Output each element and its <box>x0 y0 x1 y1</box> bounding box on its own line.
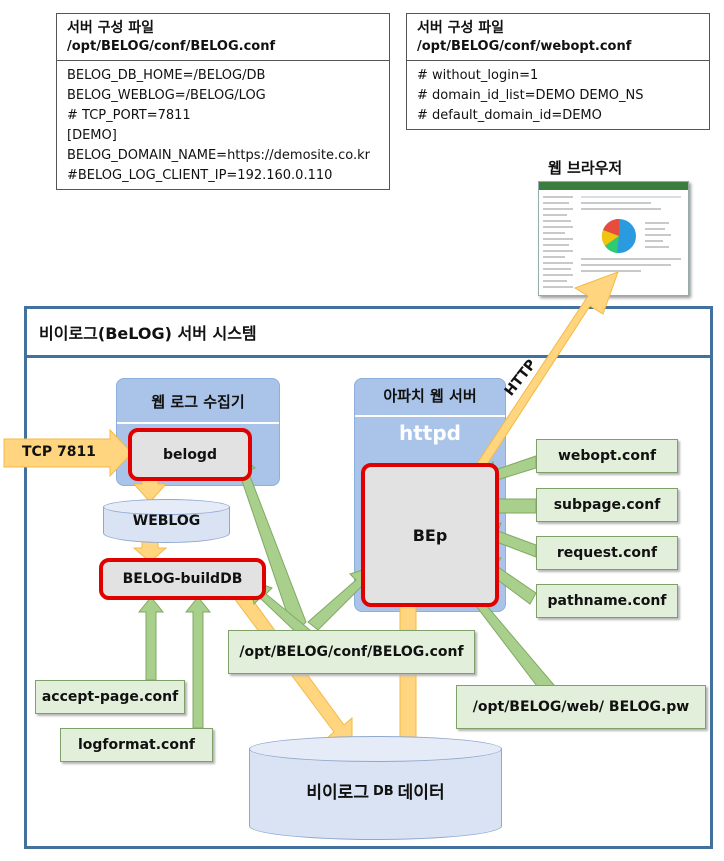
accept-page-conf-box: accept-page.conf <box>35 680 185 714</box>
request-conf-box: request.conf <box>536 536 678 570</box>
belog-conf-body: BELOG_DB_HOME=/BELOG/DB BELOG_WEBLOG=/BE… <box>57 61 389 191</box>
belog-conf-title: 서버 구성 파일 <box>67 20 155 36</box>
apache-title: 아파치 웹 서버 <box>383 387 477 405</box>
belog-conf-line: BELOG_DB_HOME=/BELOG/DB <box>67 68 266 83</box>
webopt-conf-body: # without_login=1 # domain_id_list=DEMO … <box>407 61 709 131</box>
webopt-conf-header: 서버 구성 파일 /opt/BELOG/conf/webopt.conf <box>407 14 709 61</box>
webopt-conf-path: /opt/BELOG/conf/webopt.conf <box>417 39 632 54</box>
system-title: 비이로그(BeLOG) 서버 시스템 <box>27 309 710 358</box>
subpage-conf-box: subpage.conf <box>536 488 678 522</box>
acceptpage-to-builddb-arrow <box>137 596 165 681</box>
db-storage: 비이로그 DB 데이터 <box>249 736 502 840</box>
weblog-storage: WEBLOG <box>103 499 230 543</box>
belog-conf-header: 서버 구성 파일 /opt/BELOG/conf/BELOG.conf <box>57 14 389 61</box>
db-label: 비이로그 DB 데이터 <box>249 770 502 810</box>
logformat-conf-box: logformat.conf <box>60 728 213 762</box>
bep-process: BEp <box>361 463 499 607</box>
belog-conf-line: [DEMO] <box>67 128 117 143</box>
webopt-conf-box: webopt.conf <box>536 439 678 473</box>
webopt-conf-line: # default_domain_id=DEMO <box>417 108 602 123</box>
tcp-arrow <box>3 428 133 478</box>
webopt-conf-line: # domain_id_list=DEMO DEMO_NS <box>417 88 644 103</box>
belog-conf-line: # TCP_PORT=7811 <box>67 108 191 123</box>
logformat-to-builddb-arrow <box>184 596 212 729</box>
webopt-conf-title: 서버 구성 파일 <box>417 20 505 36</box>
belog-conf-panel: 서버 구성 파일 /opt/BELOG/conf/BELOG.conf BELO… <box>56 13 390 190</box>
belog-conf-path: /opt/BELOG/conf/BELOG.conf <box>67 39 276 54</box>
browser-label: 웹 브라우저 <box>548 159 623 177</box>
webopt-conf-panel: 서버 구성 파일 /opt/BELOG/conf/webopt.conf # w… <box>406 13 710 130</box>
pie-chart-icon <box>601 218 636 253</box>
db-label-suffix: 데이터 <box>397 782 445 803</box>
webopt-conf-line: # without_login=1 <box>417 68 539 83</box>
browser-title-bar <box>539 182 688 190</box>
pathname-conf-box: pathname.conf <box>536 584 678 618</box>
belog-conf-line: BELOG_DOMAIN_NAME=https://demosite.co.kr <box>67 148 371 163</box>
belogd-process: belogd <box>128 428 252 481</box>
httpd-label: httpd <box>399 421 461 445</box>
collector-title: 웹 로그 수집기 <box>151 393 245 411</box>
belog-conf-line: BELOG_WEBLOG=/BELOG/LOG <box>67 88 266 103</box>
belog-pw-box: /opt/BELOG/web/ BELOG.pw <box>456 685 706 729</box>
weblog-label: WEBLOG <box>132 513 201 529</box>
builddb-process: BELOG-buildDB <box>99 558 266 600</box>
db-label-prefix: 비이로그 <box>306 782 369 803</box>
belog-conf-box: /opt/BELOG/conf/BELOG.conf <box>228 630 475 674</box>
db-label-db: DB <box>372 784 394 799</box>
http-arrow <box>431 271 619 504</box>
tcp-label: TCP 7811 <box>22 444 96 460</box>
belog-conf-line: #BELOG_LOG_CLIENT_IP=192.160.0.110 <box>67 168 333 183</box>
